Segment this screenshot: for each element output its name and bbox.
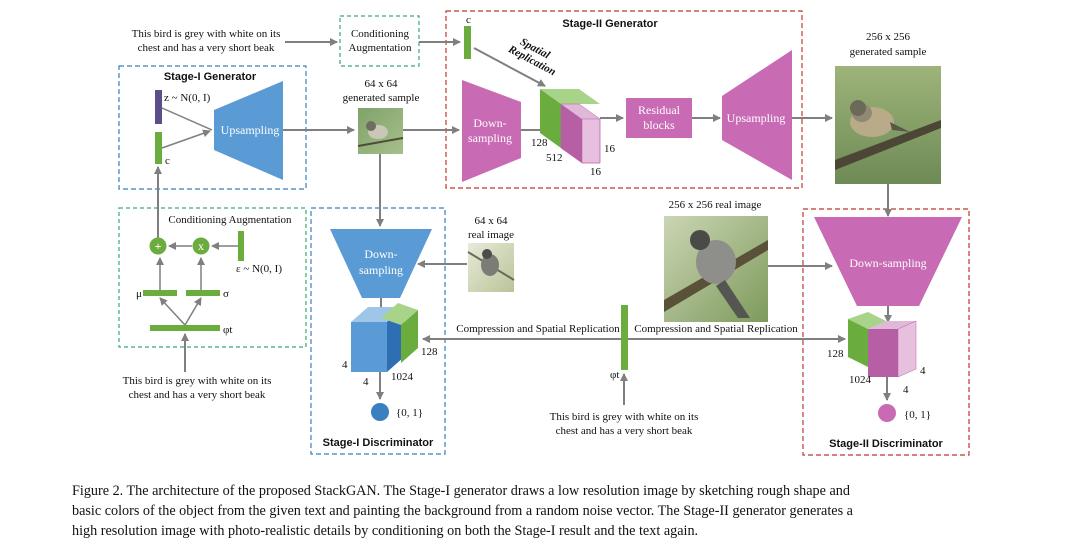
d2-output-label: {0, 1} xyxy=(904,409,931,421)
residual-blocks xyxy=(626,98,692,138)
upsampling-s2-label: Upsampling xyxy=(727,111,786,125)
feature-cube-d1 xyxy=(351,303,418,372)
mu-vector xyxy=(143,290,177,296)
downsampling-block-d2 xyxy=(814,217,962,306)
d1-dim-1024: 1024 xyxy=(391,371,414,383)
arrow-spatial-replication xyxy=(473,47,546,87)
real256-label: 256 x 256 real image xyxy=(669,199,762,211)
stage2-generator-box xyxy=(445,10,803,189)
dim-16b-stage2: 16 xyxy=(590,166,602,178)
d1-output-node xyxy=(371,403,389,421)
downsampling-s2-line1: Down- xyxy=(473,116,506,130)
d2-dim-1024: 1024 xyxy=(849,374,872,386)
mu-label: μ xyxy=(136,288,142,300)
downsampling-block-d1 xyxy=(330,229,432,298)
figure-caption: Figure 2. The architecture of the propos… xyxy=(72,481,1032,541)
plus-symbol: + xyxy=(155,239,162,253)
sigma-vector xyxy=(186,290,220,296)
gen64-line1: 64 x 64 xyxy=(365,78,399,90)
generated-64-image xyxy=(357,108,404,154)
line-phi-to-sigma xyxy=(184,297,202,326)
cond-aug-box-left xyxy=(118,207,307,348)
stage1-generator-box xyxy=(118,65,307,190)
downsampling-block-stage2 xyxy=(462,80,521,182)
c-vector-stage1 xyxy=(155,132,162,164)
bottom-mid-sentence-1: This bird is grey with white on its xyxy=(550,411,699,423)
gen64-line2: generated sample xyxy=(343,92,420,104)
bottom-left-sentence-1: This bird is grey with white on its xyxy=(123,375,272,387)
epsilon-vector xyxy=(238,231,244,261)
ds1-line1: Down- xyxy=(364,247,397,261)
stage1-discriminator-title: Stage-I Discriminator xyxy=(323,437,434,449)
feature-cube-d2 xyxy=(848,312,917,378)
residual-line1: Residual xyxy=(638,103,681,117)
top-sentence-line1: This bird is grey with white on its xyxy=(132,28,281,40)
downsampling-s2-line2: sampling xyxy=(468,131,512,145)
upsampling-block-stage1 xyxy=(214,81,283,180)
sigma-label: σ xyxy=(223,288,229,300)
dim-16a-stage2: 16 xyxy=(604,143,616,155)
phi-t-mid-label: φt xyxy=(610,369,619,381)
stage2-discriminator-title: Stage-II Discriminator xyxy=(829,438,943,450)
ds1-line2: sampling xyxy=(359,263,403,277)
phi-t-vector-mid xyxy=(621,305,628,370)
stage2-generator-title: Stage-II Generator xyxy=(562,18,658,30)
stage1-generator-title: Stage-I Generator xyxy=(164,71,257,83)
caption-line-2: basic colors of the object from the give… xyxy=(72,503,853,519)
compression-left-label: Compression and Spatial Replication xyxy=(456,323,620,335)
condaug-top-line1: Conditioning xyxy=(351,28,410,40)
upsampling-block-stage2 xyxy=(722,50,792,180)
line-phi-to-mu xyxy=(159,297,186,326)
feature-cube-stage2 xyxy=(540,89,601,164)
output256-line2: generated sample xyxy=(850,46,927,58)
generated-256-image xyxy=(835,66,941,184)
d1-output-label: {0, 1} xyxy=(396,407,423,419)
d2-dim-4a: 4 xyxy=(920,365,926,377)
cond-aug-box-top xyxy=(339,15,420,67)
compression-right-label: Compression and Spatial Replication xyxy=(634,323,798,335)
d2-output-node xyxy=(878,404,896,422)
real-64-image xyxy=(467,243,515,292)
z-label: z ~ N(0, I) xyxy=(164,92,211,104)
real-256-image xyxy=(664,216,768,322)
bottom-mid-sentence-2: chest and has a very short beak xyxy=(556,425,693,437)
line-z-to-up xyxy=(161,107,213,131)
d2-dim-128: 128 xyxy=(827,348,844,360)
bottom-left-sentence-2: chest and has a very short beak xyxy=(129,389,266,401)
phi-t-left-label: φt xyxy=(223,324,232,336)
cond-aug-left-title: Conditioning Augmentation xyxy=(168,214,292,226)
dim-512-stage2: 512 xyxy=(546,152,563,164)
d1-dim-4a: 4 xyxy=(342,359,348,371)
c-label-stage1: c xyxy=(165,155,170,167)
condaug-top-line2: Augmentation xyxy=(349,42,412,54)
plus-node xyxy=(149,237,167,255)
phi-t-vector-left xyxy=(150,325,220,331)
output256-line1: 256 x 256 xyxy=(866,31,911,43)
d2-dim-4b: 4 xyxy=(903,384,909,396)
times-symbol: x xyxy=(198,239,204,253)
caption-line-1: Figure 2. The architecture of the propos… xyxy=(72,483,850,499)
top-sentence-line2: chest and has a very short beak xyxy=(138,42,275,54)
stage1-discriminator-box xyxy=(310,207,446,455)
times-node xyxy=(192,237,210,255)
d1-dim-128: 128 xyxy=(421,346,438,358)
c-label-stage2: c xyxy=(466,14,471,26)
c-vector-stage2 xyxy=(464,26,471,59)
caption-line-3: high resolution image with photo-realist… xyxy=(72,523,699,539)
ds2-label: Down-sampling xyxy=(849,256,926,270)
upsampling-s1-label: Upsampling xyxy=(221,123,280,137)
residual-line2: blocks xyxy=(643,118,675,132)
epsilon-label: ε ~ N(0, I) xyxy=(236,263,282,275)
stackgan-diagram: This bird is grey with white on its ches… xyxy=(118,10,970,456)
dim-128-stage2: 128 xyxy=(531,137,548,149)
d1-dim-4b: 4 xyxy=(363,376,369,388)
real64-line1: 64 x 64 xyxy=(475,215,509,227)
real64-line2: real image xyxy=(468,229,514,241)
line-c-to-up xyxy=(161,129,211,149)
z-vector xyxy=(155,90,162,124)
